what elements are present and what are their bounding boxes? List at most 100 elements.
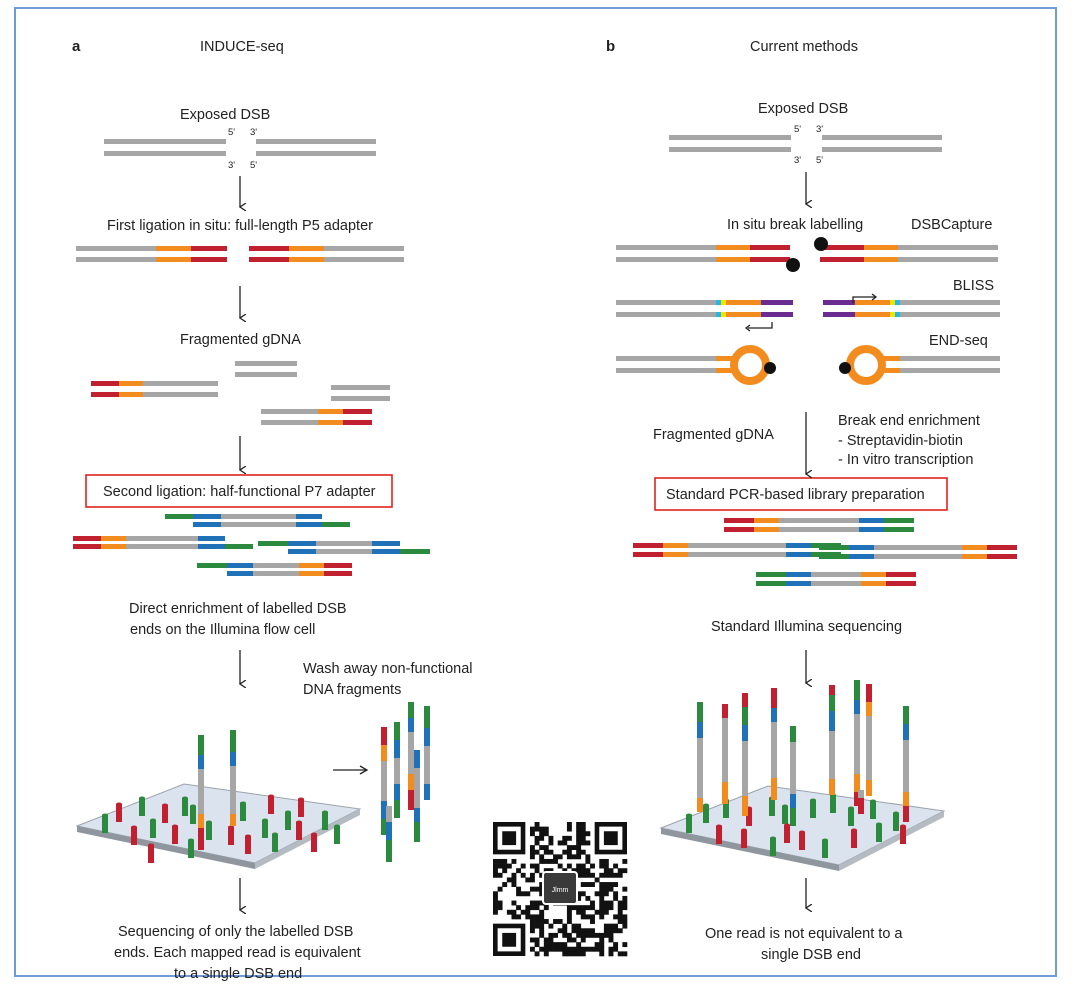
cluster-segment	[866, 702, 872, 716]
qr-module	[497, 900, 503, 906]
qr-module	[590, 905, 595, 911]
oligo-b-6	[810, 798, 816, 818]
qr-module	[580, 822, 586, 827]
qr-module	[580, 882, 586, 887]
qr-module	[608, 928, 614, 934]
product-a-1	[165, 514, 350, 527]
qr-module	[529, 845, 535, 851]
panel-a-bottom-3prime: 3'	[228, 160, 235, 171]
cluster-segment	[381, 819, 387, 835]
oligo-cap	[268, 794, 274, 798]
qr-module	[516, 868, 522, 874]
cluster-segment	[903, 792, 909, 806]
bliss-gray	[900, 300, 1000, 305]
oligo-cap	[298, 797, 304, 801]
qr-module	[580, 937, 586, 943]
strand-segment-bottom	[849, 554, 874, 559]
qr-module	[608, 923, 614, 929]
qr-module	[576, 868, 582, 874]
oligo-b-14	[799, 830, 805, 850]
cluster-segment	[381, 745, 387, 761]
strand-segment-bottom	[900, 368, 1000, 373]
fragment-a-4	[261, 409, 372, 425]
cluster-a-1	[198, 735, 204, 850]
qr-module	[599, 863, 605, 869]
qr-module	[543, 858, 549, 864]
qr-module	[548, 868, 554, 874]
qr-module	[571, 923, 577, 929]
oligo-body	[848, 808, 854, 826]
strand-segment-top	[716, 245, 750, 250]
oligo-cap	[206, 820, 212, 824]
cluster-segment	[414, 808, 420, 822]
oligo-cap	[272, 832, 278, 836]
fragment-bottom-strand	[225, 544, 253, 549]
cluster-segment	[198, 828, 204, 850]
panel-b-dsbcapture-label: DSBCapture	[911, 217, 992, 233]
fragment-top-strand	[253, 563, 299, 568]
oligo-cap	[810, 798, 816, 802]
cluster-segment	[829, 779, 835, 795]
oligo-cap	[848, 806, 854, 810]
strand-segment-bottom	[343, 420, 372, 425]
qr-module	[534, 919, 540, 924]
qr-module	[543, 826, 549, 832]
qr-module	[520, 891, 526, 897]
qr-module	[511, 900, 517, 906]
strand-segment-top	[76, 246, 156, 251]
dsb-a-left-top	[104, 139, 226, 144]
qr-module	[506, 877, 512, 883]
flow-cell-edge	[661, 828, 839, 871]
qr-module	[613, 882, 619, 887]
fragment-bottom-strand	[322, 522, 350, 527]
qr-module	[511, 914, 517, 920]
fragment-top-strand	[73, 536, 101, 541]
cluster-segment	[829, 711, 835, 731]
oligo-a-11	[268, 794, 274, 814]
qr-module	[497, 886, 503, 892]
cluster-segment	[829, 731, 835, 779]
oligo-cap	[822, 838, 828, 842]
strand-segment-top	[724, 518, 754, 523]
qr-module	[562, 868, 568, 874]
oligo-a-3	[162, 803, 168, 823]
qr-module	[617, 919, 623, 924]
strand-segment-bottom	[156, 257, 191, 262]
panel-a-wash-line2: DNA fragments	[303, 682, 401, 698]
qr-module	[516, 914, 522, 920]
cluster-segment	[394, 722, 400, 740]
qr-module	[566, 905, 572, 911]
oligo-a-18	[245, 834, 251, 854]
oligo-body	[723, 800, 729, 818]
oligo-a-0	[102, 813, 108, 833]
biotin-bead-left	[786, 258, 800, 272]
endseq-left-stem-top	[716, 356, 738, 361]
qr-module	[585, 831, 591, 837]
qr-module	[585, 882, 591, 887]
qr-module	[566, 909, 572, 915]
qr-module	[553, 854, 558, 860]
qr-module	[580, 891, 586, 897]
fragment-top-strand	[197, 563, 227, 568]
strand-segment-bottom	[235, 372, 297, 377]
cluster-segment	[424, 706, 430, 728]
qr-module	[543, 868, 549, 874]
qr-module	[603, 905, 609, 911]
cluster-a-2	[230, 730, 236, 826]
qr-module	[557, 840, 563, 846]
cluster-segment	[198, 735, 204, 755]
qr-module	[580, 914, 586, 920]
flow-cell-a	[75, 783, 362, 869]
flow-cell-surface	[75, 783, 362, 864]
oligo-body	[716, 826, 722, 844]
cluster-segment	[408, 790, 414, 810]
oligo-body	[131, 827, 137, 845]
bliss-left-promoter	[748, 322, 773, 329]
oligo-cap	[102, 813, 108, 817]
strand-segment-top	[633, 543, 663, 548]
oligo-body	[334, 826, 340, 844]
qr-module	[534, 905, 540, 911]
qr-code[interactable]	[493, 822, 628, 957]
qr-module	[539, 932, 545, 938]
qr-module	[580, 863, 586, 869]
